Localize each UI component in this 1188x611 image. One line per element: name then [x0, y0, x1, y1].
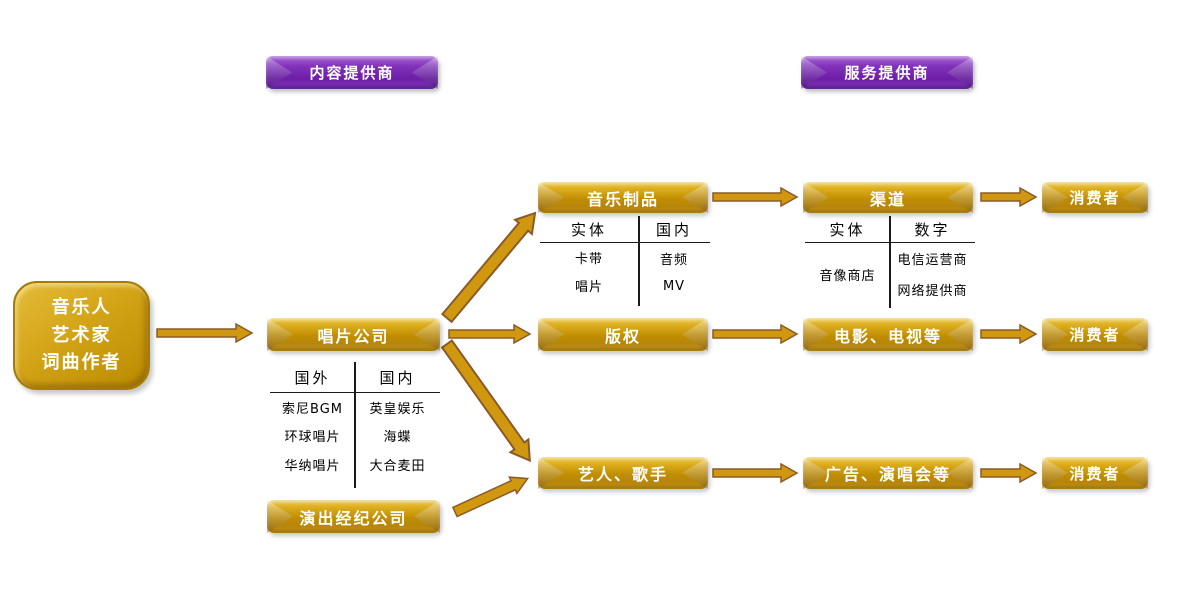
source-line-musician: 音乐人	[51, 296, 112, 318]
source-line-songwriter: 词曲作者	[41, 352, 122, 374]
agency-box: 演出经纪公司	[267, 500, 440, 533]
table-cell: 音像商店	[819, 268, 876, 284]
arrow-artists-to-ads	[712, 462, 799, 484]
record-company-box: 唱片公司	[267, 318, 440, 351]
banner-service-provider: 服务提供商	[801, 56, 973, 89]
arrow-movies-to-consumer	[980, 323, 1038, 345]
record-company-label: 唱片公司	[317, 326, 390, 346]
table-column-physical: 音像商店	[805, 243, 890, 305]
source-line-artist: 艺术家	[51, 324, 112, 346]
table-body: 卡带 唱片 音频 MV	[540, 243, 710, 299]
arrow-source-to-record	[156, 322, 254, 344]
table-cell: 大合麦田	[369, 459, 426, 475]
table-vertical-line	[889, 216, 891, 308]
consumer-box-middle: 消费者	[1042, 318, 1148, 351]
arrow-record-to-copyright	[448, 323, 532, 345]
table-cell: 音频	[659, 252, 688, 268]
table-vertical-line	[638, 216, 640, 306]
header-digital: 数字	[914, 220, 951, 239]
table-cell: 电信运营商	[897, 253, 968, 268]
banner-content-provider-label: 内容提供商	[309, 64, 395, 82]
banner-service-provider-label: 服务提供商	[844, 64, 930, 82]
table-cell: 卡带	[574, 251, 603, 267]
table-cell: 华纳唱片	[284, 459, 341, 475]
header-domestic: 国内	[379, 368, 416, 387]
consumer-box-top: 消费者	[1042, 182, 1148, 213]
table-body: 索尼BGM 环球唱片 华纳唱片 英皇娱乐 海蝶 大合麦田	[270, 393, 440, 479]
table-cell: 索尼BGM	[282, 401, 343, 417]
table-column-domestic: 音频 MV	[638, 243, 710, 299]
consumer-box-bottom: 消费者	[1042, 457, 1148, 489]
consumer-label: 消费者	[1069, 464, 1121, 483]
channel-label: 渠道	[869, 189, 906, 209]
header-physical: 实体	[570, 220, 607, 239]
movies-tv-box: 电影、电视等	[803, 318, 973, 351]
artists-singers-box: 艺人、歌手	[538, 457, 708, 489]
header-domestic: 国内	[655, 220, 692, 239]
source-musicians-box: 音乐人 艺术家 词曲作者	[13, 281, 150, 390]
ads-concerts-label: 广告、演唱会等	[824, 465, 951, 484]
music-products-box: 音乐制品	[538, 182, 708, 213]
arrow-ads-to-consumer	[980, 462, 1038, 484]
table-cell: MV	[662, 278, 686, 294]
movies-tv-label: 电影、电视等	[833, 326, 942, 346]
table-column-digital: 电信运营商 网络提供商	[890, 243, 975, 305]
copyright-box: 版权	[538, 318, 708, 351]
arrow-products-to-channel	[712, 186, 799, 208]
table-cell: 网络提供商	[897, 284, 968, 299]
table-body: 音像商店 电信运营商 网络提供商	[805, 243, 975, 305]
arrow-record-to-products	[440, 211, 537, 324]
table-cell: 唱片	[574, 279, 603, 295]
table-column-physical: 卡带 唱片	[540, 243, 638, 299]
ads-concerts-box: 广告、演唱会等	[803, 457, 973, 489]
consumer-label: 消费者	[1069, 189, 1121, 207]
table-column-domestic: 英皇娱乐 海蝶 大合麦田	[355, 393, 440, 479]
arrow-channel-to-consumer	[980, 186, 1038, 208]
table-cell: 海蝶	[383, 430, 412, 446]
banner-content-provider: 内容提供商	[266, 56, 438, 89]
arrow-record-to-artists	[440, 339, 531, 463]
copyright-label: 版权	[604, 326, 641, 346]
header-foreign: 国外	[294, 368, 331, 387]
consumer-label: 消费者	[1069, 326, 1121, 344]
agency-label: 演出经纪公司	[299, 508, 408, 528]
table-vertical-line	[354, 362, 356, 488]
table-column-foreign: 索尼BGM 环球唱片 华纳唱片	[270, 393, 355, 479]
music-products-label: 音乐制品	[586, 189, 659, 209]
music-products-table: 实体 国内 卡带 唱片 音频 MV	[540, 216, 710, 306]
artists-singers-label: 艺人、歌手	[577, 465, 668, 484]
arrow-copyright-to-movies	[712, 323, 799, 345]
record-company-table: 国外 国内 索尼BGM 环球唱片 华纳唱片 英皇娱乐 海蝶 大合麦田	[270, 362, 440, 488]
table-cell: 环球唱片	[284, 430, 341, 446]
table-header-row: 实体 国内	[540, 216, 710, 243]
header-physical: 实体	[829, 220, 866, 239]
channel-box: 渠道	[803, 182, 973, 213]
channel-table: 实体 数字 音像商店 电信运营商 网络提供商	[805, 216, 975, 308]
arrow-agency-to-artists	[451, 476, 530, 518]
table-cell: 英皇娱乐	[369, 401, 426, 417]
